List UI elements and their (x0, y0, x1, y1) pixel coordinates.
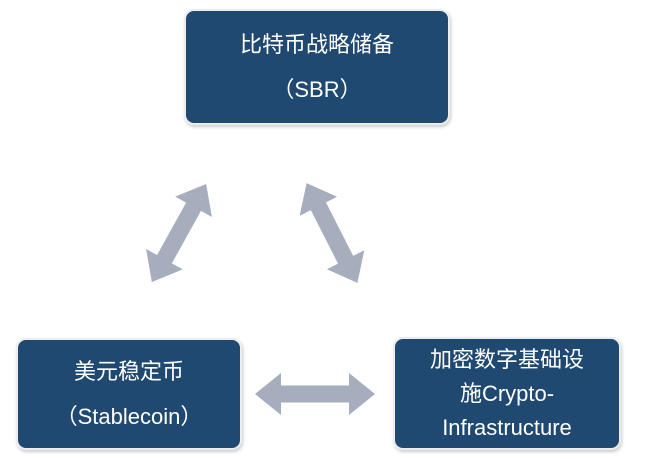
node-sbr-line-2: （SBR） (272, 77, 362, 102)
node-crypto-infrastructure-line-1: 加密数字基础设 (429, 346, 584, 372)
node-stablecoin: 美元稳定币 （Stablecoin） (16, 338, 242, 450)
node-stablecoin-line-1: 美元稳定币 (73, 359, 184, 384)
node-sbr: 比特币战略储备 （SBR） (184, 9, 450, 125)
node-crypto-infrastructure: 加密数字基础设 施Crypto- Infrastructure (393, 337, 621, 450)
node-stablecoin-line-2: （Stablecoin） (55, 404, 203, 429)
node-crypto-infrastructure-line-2: 施Crypto- (459, 380, 555, 406)
node-sbr-line-1: 比特币战略储备 (239, 32, 394, 57)
node-crypto-infrastructure-line-3: Infrastructure (442, 414, 572, 440)
arrow-stablecoin-crypto-infrastructure (255, 373, 375, 415)
arrow-sbr-crypto-infrastructure (299, 183, 365, 283)
arrow-sbr-stablecoin (146, 184, 212, 282)
